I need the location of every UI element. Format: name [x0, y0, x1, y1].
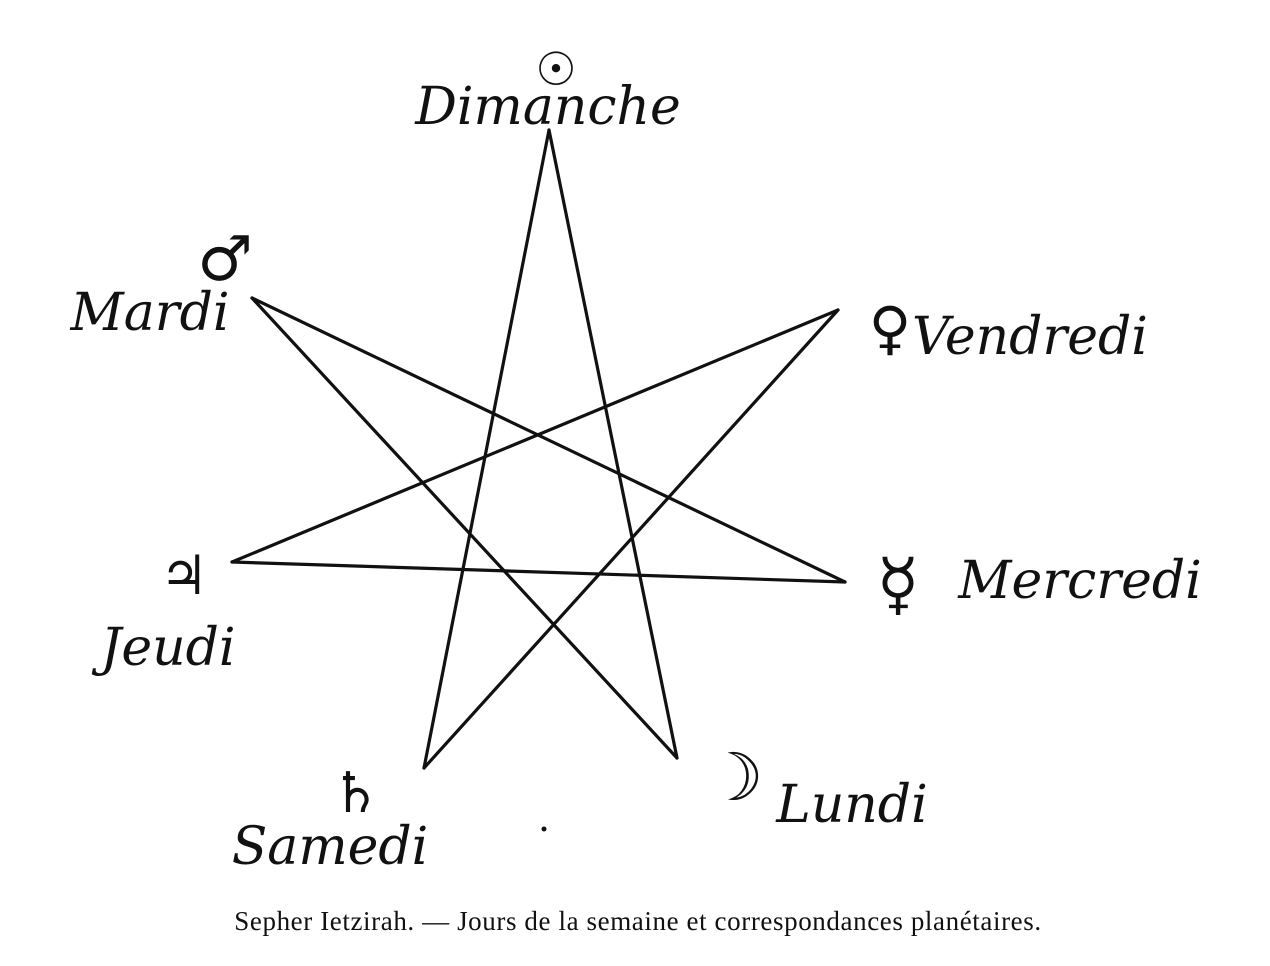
star-edge-sunday-saturday — [422, 128, 551, 770]
star-edge-tuesday-monday — [250, 296, 679, 760]
star-edge-monday-sunday — [547, 128, 679, 760]
vertex-monday: ☽ Lundi — [704, 739, 927, 835]
heptagram-star — [230, 128, 847, 770]
star-edge-thursday-wednesday — [230, 560, 847, 584]
figure-caption: Sepher Ietzirah. — Jours de la semaine e… — [234, 906, 1041, 936]
sun-icon: ☉ — [535, 42, 576, 96]
moon-icon: ☽ — [704, 739, 763, 816]
star-edge-wednesday-tuesday — [250, 296, 847, 584]
day-label-friday: Vendredi — [912, 307, 1148, 367]
jupiter-icon: ♃ — [160, 544, 208, 607]
vertex-friday: ♀ Vendredi — [869, 294, 1148, 367]
saturn-icon: ♄ — [331, 761, 381, 826]
vertex-wednesday: ☿ Mercredi — [877, 543, 1202, 625]
venus-icon: ♀ — [869, 294, 911, 362]
day-label-tuesday: Mardi — [69, 283, 229, 343]
vertex-saturday: ♄ Samedi — [232, 761, 429, 877]
day-label-sunday: Dimanche — [414, 77, 681, 137]
day-label-wednesday: Mercredi — [957, 551, 1202, 611]
vertex-sunday: ☉ Dimanche — [414, 42, 681, 137]
mars-icon: ♂ — [197, 222, 253, 295]
vertex-thursday: ♃ Jeudi — [91, 544, 235, 678]
star-edge-friday-thursday — [230, 308, 840, 564]
vertex-tuesday: ♂ Mardi — [69, 222, 252, 343]
mercury-icon: ☿ — [877, 543, 920, 625]
day-label-monday: Lundi — [775, 775, 927, 835]
ink-speck — [541, 826, 547, 832]
day-label-thursday: Jeudi — [91, 618, 235, 678]
day-label-saturday: Samedi — [232, 817, 429, 877]
